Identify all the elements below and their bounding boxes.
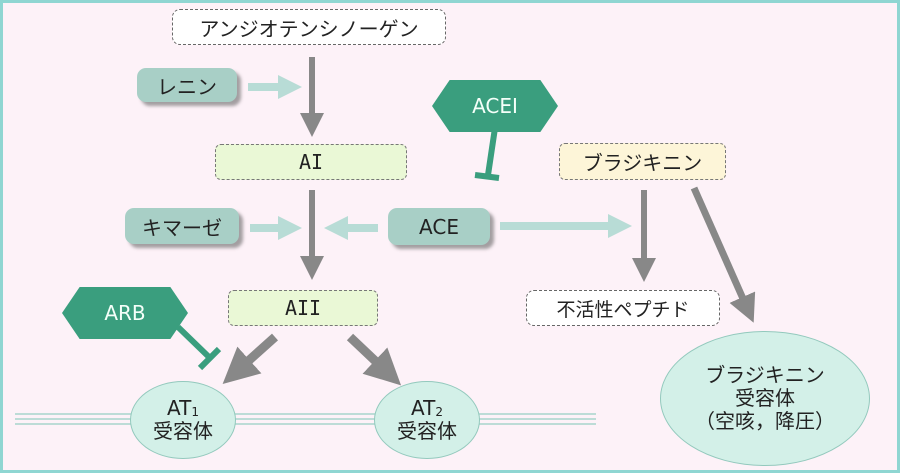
angiotensin-ii-node: AII	[228, 290, 378, 326]
bradykinin-receptor-line1: ブラジキニン	[705, 363, 825, 387]
inactive-peptide-node: 不活性ペプチド	[526, 290, 720, 326]
arrow-aii-to-at1	[222, 333, 279, 385]
chymase-enzyme: キマーゼ	[125, 208, 239, 244]
bradykinin-receptor: ブラジキニン 受容体 （空咳，降圧）	[660, 331, 870, 466]
bradykinin-node: ブラジキニン	[559, 143, 726, 180]
angiotensin-i-node: AI	[215, 144, 407, 180]
at1-receptor-label: 受容体	[153, 419, 213, 443]
angiotensinogen-node: アンジオテンシノーゲン	[172, 9, 446, 45]
arrow-bradykinin-to-receptor	[690, 186, 756, 323]
bradykinin-receptor-line2: 受容体	[735, 386, 795, 410]
at1-receptor-name: AT1	[167, 396, 199, 420]
at2-receptor: AT2 受容体	[374, 381, 480, 459]
at2-receptor-label: 受容体	[397, 419, 457, 443]
acei-drug: ACEI	[432, 80, 558, 132]
arb-drug: ARB	[62, 287, 188, 339]
at1-receptor: AT1 受容体	[130, 381, 236, 459]
arrow-aii-to-at2	[346, 333, 402, 386]
at2-receptor-name: AT2	[411, 396, 443, 420]
cell-membrane	[15, 413, 596, 425]
renin-enzyme: レニン	[137, 68, 237, 102]
ace-enzyme: ACE	[388, 208, 490, 245]
acei-inhibition	[474, 127, 500, 181]
bradykinin-receptor-line3: （空咳，降圧）	[695, 409, 835, 433]
arb-inhibition	[175, 324, 222, 371]
